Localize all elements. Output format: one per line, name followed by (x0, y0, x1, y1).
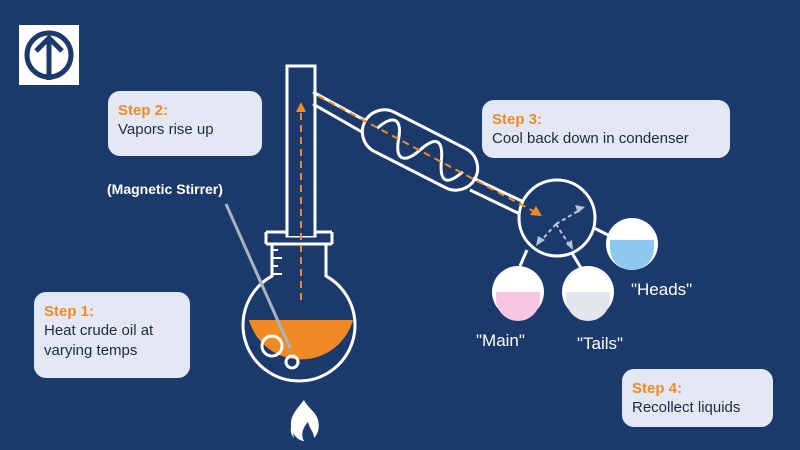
main-collection-flask (492, 266, 544, 321)
magnetic-stirrer-label: (Magnetic Stirrer) (107, 181, 223, 197)
condensate-path-arrow (317, 95, 536, 213)
flame-icon (290, 400, 319, 441)
step-2-title: Step 2: (118, 102, 169, 119)
heads-label: "Heads" (631, 280, 693, 299)
condenser-coil (360, 108, 480, 192)
stir-bar-large (260, 334, 284, 358)
arrow-up-logo-icon (19, 25, 79, 85)
step-3-title: Step 3: (492, 111, 543, 128)
receiving-flask (517, 178, 597, 258)
stirrer-pointer (224, 203, 292, 349)
step-1-card: Step 1: Heat crude oil at varying temps (34, 292, 190, 378)
step-1-text: Heat crude oil at varying temps (44, 322, 154, 359)
step-2-text: Vapors rise up (118, 121, 214, 138)
step-2-card: Step 2: Vapors rise up (108, 91, 262, 156)
tails-label: "Tails" (577, 334, 624, 353)
step-1-title: Step 1: (44, 303, 95, 320)
step-4-text: Recollect liquids (632, 399, 741, 416)
heads-collection-flask (606, 218, 658, 270)
stir-bar-small (284, 354, 300, 370)
main-label: "Main" (476, 331, 525, 350)
step-3-card: Step 3: Cool back down in condenser (482, 100, 730, 158)
tails-collection-flask (562, 266, 614, 321)
flask-liquid (249, 320, 353, 360)
round-bottom-flask (241, 230, 357, 383)
step-4-card: Step 4: Recollect liquids (622, 369, 773, 427)
step-3-text: Cool back down in condenser (492, 130, 689, 147)
distribution-arrows (539, 209, 581, 247)
step-4-title: Step 4: (632, 380, 683, 397)
